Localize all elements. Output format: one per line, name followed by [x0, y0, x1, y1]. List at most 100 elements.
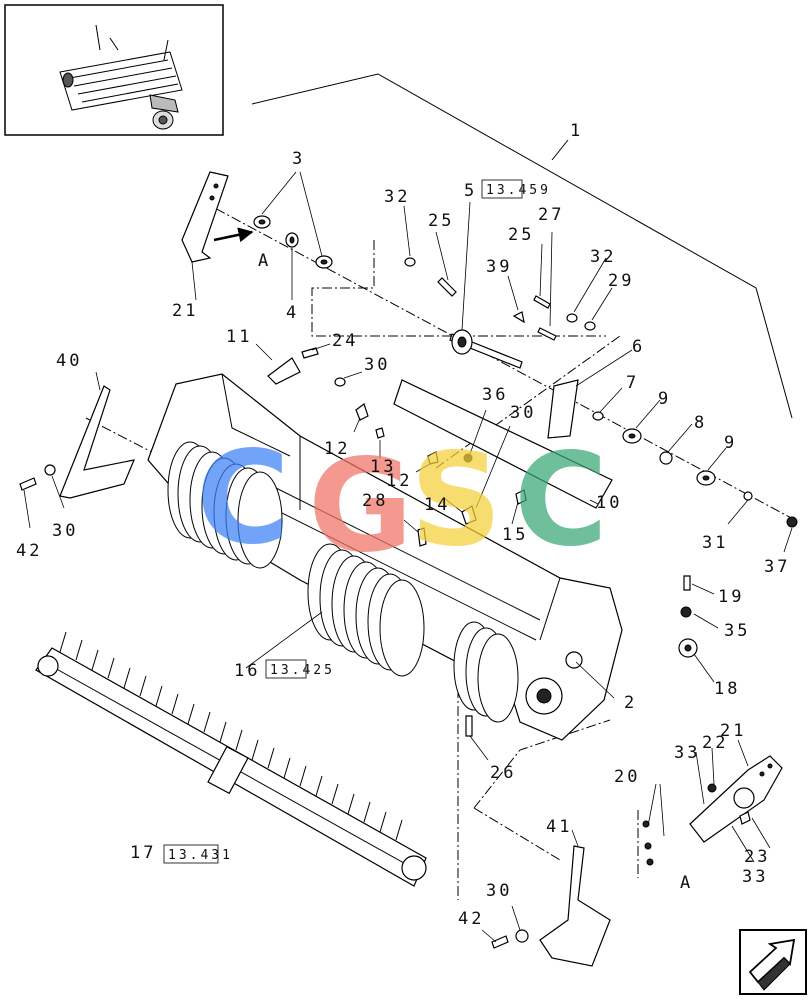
label-15: 15: [502, 525, 528, 545]
label-8: 8: [694, 413, 707, 433]
washer-30-bottom: [515, 929, 529, 943]
ref-17: 13.431: [168, 848, 233, 863]
bearing-3-lower: [315, 255, 333, 269]
clip-12-lower: [427, 451, 439, 465]
arm-bracket-21-lower: [689, 755, 783, 843]
label-4: 4: [286, 303, 299, 323]
washer-31: [743, 491, 753, 501]
label-24: 24: [332, 331, 358, 351]
overview-inset: [4, 4, 224, 136]
label-3: 3: [292, 149, 305, 169]
clip-39: [512, 311, 525, 324]
nut-37: [786, 516, 798, 528]
label-27: 27: [538, 205, 564, 225]
ref-box-5: [481, 179, 523, 199]
label-10: 10: [596, 493, 622, 513]
ref-box-17: [163, 844, 219, 864]
next-page-arrow-icon[interactable]: [739, 929, 807, 995]
label-41: 41: [546, 817, 572, 837]
arm-bracket-21: [181, 171, 254, 263]
bolt-26: [465, 715, 473, 737]
bolt-28: [417, 527, 427, 547]
washer-32-left: [404, 257, 416, 267]
label-31: 31: [702, 533, 728, 553]
watermark-letter-c1: C: [196, 424, 290, 573]
watermark-letter-c2: C: [514, 426, 608, 575]
bolt-25-left: [437, 277, 457, 297]
bearing-3-upper: [253, 215, 271, 229]
nut-29: [584, 321, 596, 331]
leader-lines: [23, 171, 793, 943]
flange-9-lower: [696, 470, 716, 486]
label-17: 17: [130, 843, 156, 863]
label-13: 13: [370, 457, 396, 477]
label-30a: 30: [364, 355, 390, 375]
clip-12-upper: [355, 403, 369, 421]
part-labels: 1 3 32 5 13.459 25 27 25 32 39 29 A 21 4…: [16, 121, 790, 929]
assembly-bracket-line: [251, 73, 793, 419]
pickup-frame: [147, 373, 623, 741]
sprocket-18: [678, 638, 698, 658]
bracket-14: [461, 505, 477, 525]
nut-7: [592, 411, 604, 421]
label-5: 5: [464, 181, 477, 201]
label-29: 29: [608, 271, 634, 291]
label-view-a-bottom: A: [680, 873, 693, 893]
label-25a: 25: [428, 211, 454, 231]
label-6: 6: [632, 337, 645, 357]
label-25b: 25: [508, 225, 534, 245]
label-23: 23: [744, 847, 770, 867]
watermark: C G S C: [196, 424, 608, 581]
clip-15: [515, 489, 527, 505]
label-1: 1: [570, 121, 583, 141]
bolt-27: [537, 327, 557, 341]
bearing-4: [285, 232, 299, 248]
label-9b: 9: [724, 433, 737, 453]
ref-box-16: [265, 659, 307, 679]
label-20: 20: [614, 767, 640, 787]
bolt-13: [375, 427, 385, 439]
label-30d: 30: [486, 881, 512, 901]
label-37: 37: [764, 557, 790, 577]
label-36: 36: [482, 385, 508, 405]
nut-22: [707, 783, 717, 793]
label-12a: 12: [324, 439, 350, 459]
label-22: 22: [702, 733, 728, 753]
label-30c: 30: [52, 521, 78, 541]
bolt-19: [683, 575, 691, 591]
label-42b: 42: [458, 909, 484, 929]
ref-16: 13.425: [270, 663, 335, 678]
label-18: 18: [714, 679, 740, 699]
label-21a: 21: [172, 301, 198, 321]
label-16: 16: [234, 661, 260, 681]
label-35: 35: [724, 621, 750, 641]
nut-35: [680, 606, 692, 618]
washer-30-mid: [334, 377, 346, 387]
bolt-25-right: [533, 295, 551, 309]
bolt-42-left: [19, 477, 37, 491]
label-19: 19: [718, 587, 744, 607]
bolt-36: [463, 453, 473, 463]
label-30b: 30: [510, 403, 536, 423]
watermark-letter-s: S: [410, 426, 502, 575]
guard-40: [59, 385, 135, 499]
label-view-a-top: A: [258, 251, 271, 271]
label-32b: 32: [590, 247, 616, 267]
tine-reel-17: [35, 631, 427, 887]
flange-9-upper: [622, 428, 642, 444]
label-2: 2: [624, 693, 637, 713]
label-26: 26: [490, 763, 516, 783]
label-7: 7: [626, 373, 639, 393]
label-33a: 33: [674, 743, 700, 763]
label-39: 39: [486, 257, 512, 277]
label-28: 28: [362, 491, 388, 511]
bolt-24: [301, 347, 319, 359]
washer-32-right: [566, 313, 578, 323]
ref-5: 13.459: [486, 183, 551, 198]
shaft-5: [449, 329, 523, 369]
cover-plate-10: [393, 379, 613, 509]
fasteners-20: [637, 810, 654, 878]
watermark-letter-g: G: [308, 432, 413, 581]
label-11: 11: [226, 327, 252, 347]
